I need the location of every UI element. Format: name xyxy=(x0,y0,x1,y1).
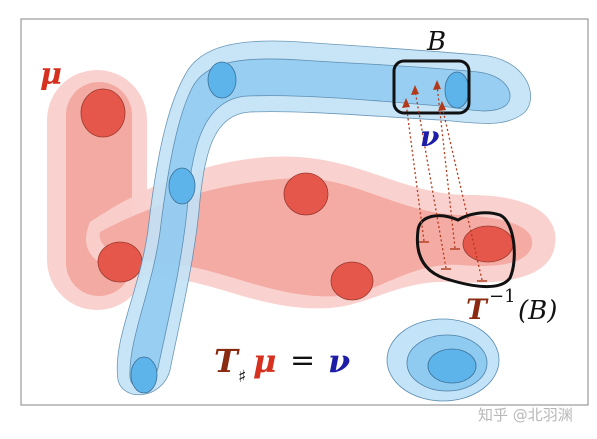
transport-arrow-1 xyxy=(405,102,425,242)
transport-arrow-3 xyxy=(436,84,456,249)
nu-label: ν xyxy=(420,120,439,153)
nu-arm-mid xyxy=(129,58,511,388)
T-inverse-B-label: T −1 (B) xyxy=(466,286,557,326)
mu-distribution xyxy=(47,70,556,310)
arrowhead-2 xyxy=(411,85,419,95)
pushforward-nu: ν xyxy=(328,342,350,380)
mu-core-4 xyxy=(330,261,374,301)
nu-core-4 xyxy=(444,71,470,109)
watermark: 知乎 @北羽渊 xyxy=(478,406,573,424)
T-inverse-argument: (B) xyxy=(518,296,557,326)
B-label: B xyxy=(426,27,446,57)
transport-arrow-4 xyxy=(441,105,483,281)
arrow-origin-ticks xyxy=(419,241,487,282)
T-inverse-exponent: −1 xyxy=(489,286,516,307)
preimage-outline xyxy=(415,211,516,289)
arrowhead-3 xyxy=(433,80,441,90)
pushforward-equals: = xyxy=(290,343,315,378)
T-inverse-T: T xyxy=(466,293,489,326)
transport-arrow-heads xyxy=(402,80,446,111)
arrowhead-1 xyxy=(402,98,410,108)
nu-distribution xyxy=(116,40,531,402)
nu-blob-core xyxy=(427,348,477,384)
arrowhead-4 xyxy=(438,101,446,111)
set-B-outline xyxy=(392,59,471,115)
pushforward-equation: T ♯ μ = ν xyxy=(214,342,350,387)
mu-core-1 xyxy=(80,88,126,138)
mu-core-3 xyxy=(283,172,329,216)
nu-core-3 xyxy=(130,356,158,394)
mu-core-2 xyxy=(97,241,143,283)
nu-core-2 xyxy=(168,167,196,205)
transport-arrow-2 xyxy=(414,89,447,269)
pushforward-sharp: ♯ xyxy=(238,367,246,387)
transport-arrows xyxy=(405,84,483,281)
pushforward-mu: μ xyxy=(253,342,276,380)
mu-band-mid xyxy=(99,178,533,297)
mu-label: μ xyxy=(40,57,62,92)
nu-core-1 xyxy=(207,61,237,99)
pushforward-T: T xyxy=(214,342,240,380)
